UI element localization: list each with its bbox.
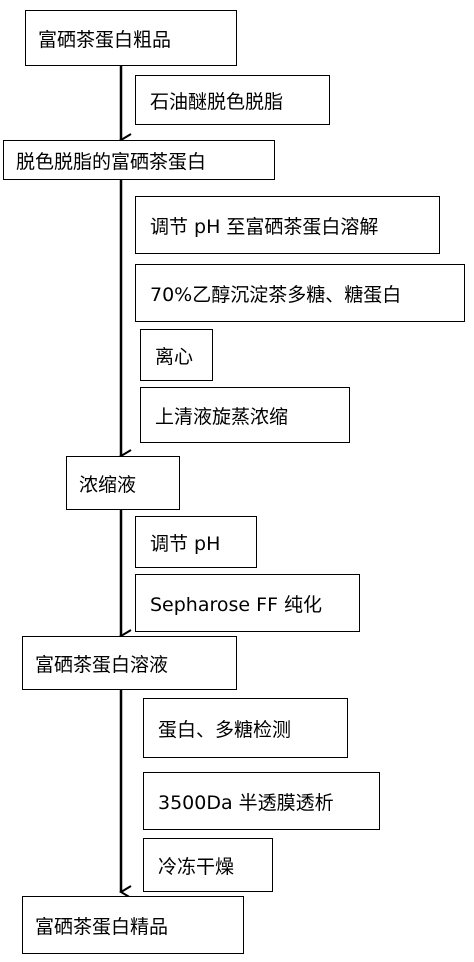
side-step-rotary-evaporation: 上清液旋蒸浓缩 [140,387,350,443]
step-concentrate-label: 浓缩液 [79,473,137,496]
side-step-ethanol-precipitation: 70%乙醇沉淀茶多糖、糖蛋白 [135,264,465,322]
step-crude-protein: 富硒茶蛋白粗品 [25,10,237,66]
side-step-sepharose-purification-label: Sepharose FF 纯化 [150,593,323,616]
side-step-centrifuge: 离心 [140,329,213,381]
side-step-freeze-drying-label: 冷冻干燥 [158,855,235,878]
side-step-adjust-ph-dissolve-label: 调节 pH 至富硒茶蛋白溶解 [150,215,379,238]
side-step-protein-polysaccharide-test-label: 蛋白、多糖检测 [158,718,292,741]
step-decolored-protein-label: 脱色脱脂的富硒茶蛋白 [16,150,207,173]
step-protein-solution: 富硒茶蛋白溶液 [22,636,237,690]
step-refined-protein: 富硒茶蛋白精品 [22,896,244,954]
side-step-ethanol-precipitation-label: 70%乙醇沉淀茶多糖、糖蛋白 [150,283,402,306]
side-step-decolor-degrease: 石油醚脱色脱脂 [135,75,330,125]
side-step-decolor-degrease-label: 石油醚脱色脱脂 [150,90,284,113]
step-decolored-protein: 脱色脱脂的富硒茶蛋白 [3,140,275,180]
side-step-centrifuge-label: 离心 [155,345,194,368]
step-concentrate: 浓缩液 [66,456,180,510]
side-step-dialysis-label: 3500Da 半透膜透析 [158,791,334,814]
side-step-adjust-ph: 调节 pH [135,516,257,568]
step-protein-solution-label: 富硒茶蛋白溶液 [35,653,169,676]
side-step-adjust-ph-label: 调节 pH [150,532,221,555]
side-step-rotary-evaporation-label: 上清液旋蒸浓缩 [155,405,289,428]
side-step-protein-polysaccharide-test: 蛋白、多糖检测 [143,698,348,758]
step-crude-protein-label: 富硒茶蛋白粗品 [38,28,172,51]
step-refined-protein-label: 富硒茶蛋白精品 [35,915,169,938]
side-step-adjust-ph-dissolve: 调节 pH 至富硒茶蛋白溶解 [135,196,440,254]
side-step-freeze-drying: 冷冻干燥 [143,838,273,892]
side-step-sepharose-purification: Sepharose FF 纯化 [135,574,360,632]
side-step-dialysis: 3500Da 半透膜透析 [143,772,380,830]
